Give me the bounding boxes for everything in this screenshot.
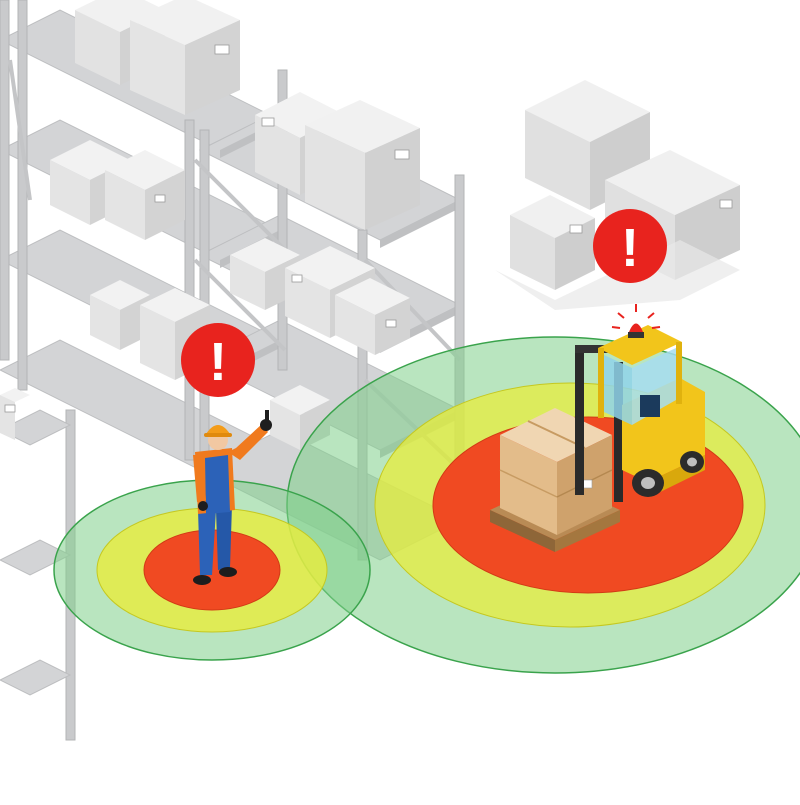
- worker: [193, 410, 272, 585]
- forklift: [490, 304, 705, 552]
- alert-symbol: !: [621, 218, 639, 278]
- pointing-hand-icon: [260, 410, 272, 431]
- alert-icon: !: [593, 209, 667, 283]
- alert-symbol: !: [209, 332, 227, 392]
- beacon-light-icon: [611, 304, 661, 338]
- rack-boxes: [0, 0, 420, 450]
- alert-icon: !: [181, 323, 255, 397]
